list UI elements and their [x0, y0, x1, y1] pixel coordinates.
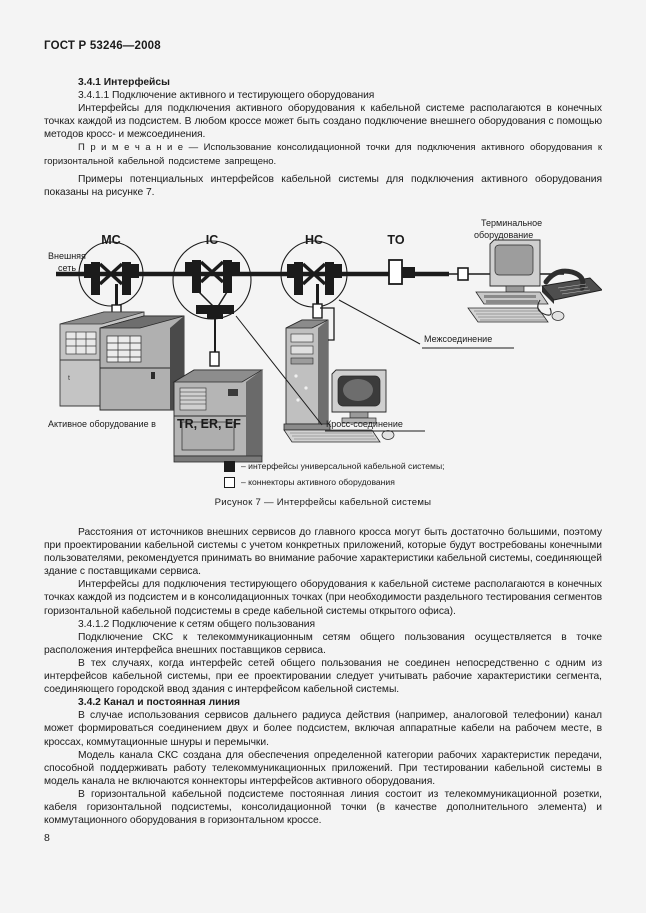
label-cross-connect: Кросс-соединение	[326, 419, 403, 429]
legend-open-square-icon	[224, 476, 235, 488]
terminal-equipment-device	[467, 239, 602, 323]
paragraph-7: В случае использования сервисов дальнего…	[44, 710, 602, 748]
note-1: П р и м е ч а н и е — Использование конс…	[44, 142, 602, 167]
active-equipment-racks: t	[59, 311, 185, 411]
figure-7-diagram: MC IC	[48, 218, 602, 463]
label-active-equipment: Активное оборудование в	[48, 419, 156, 429]
label-external-network-line2: сеть	[58, 263, 76, 273]
heading-3-4-1: 3.4.1 Интерфейсы	[78, 77, 170, 88]
legend-row: – коннекторы активного оборудования	[224, 474, 445, 490]
heading-3-4-2: 3.4.2 Канал и постоянная линия	[78, 697, 241, 709]
hc-interface-symbol	[287, 262, 342, 319]
ic-interface-symbol	[185, 260, 240, 367]
label-interconnect: Межсоединение	[424, 334, 492, 344]
label-external-network-line1: Внешняя	[48, 251, 86, 261]
node-label-ic: IC	[206, 233, 219, 247]
paragraph-4: Интерфейсы для подключения тестирующего …	[44, 579, 602, 617]
label-terminal-equipment-line1: Терминальное	[481, 218, 542, 228]
figure-7: MC IC	[44, 212, 602, 522]
paragraph-9: В горизонтальной кабельной подсистеме по…	[44, 788, 602, 827]
to-outlet-symbol	[388, 259, 415, 285]
page-number: 8	[44, 832, 50, 844]
subheading-3-4-1-2: 3.4.1.2 Подключение к сетям общего польз…	[78, 618, 316, 630]
page-header: ГОСТ Р 53246—2008	[44, 40, 161, 52]
figure-caption: Рисунок 7 — Интерфейсы кабельной системы	[214, 497, 432, 508]
label-active-equipment-rooms: TR, ER, EF	[177, 417, 241, 431]
paragraph-5: Подключение СКС к телекоммуникационным с…	[44, 631, 602, 656]
svg-text:t: t	[68, 375, 70, 382]
paragraph-8: Модель канала СКС создана для обеспечени…	[44, 749, 602, 787]
mc-interface-symbol	[84, 262, 139, 320]
legend-label: – коннекторы активного оборудования	[241, 477, 395, 487]
paragraph-2: Примеры потенциальных интерфейсов кабель…	[44, 173, 602, 198]
hc-workstation	[283, 307, 395, 443]
legend-row: – интерфейсы универсальной кабельной сис…	[224, 458, 445, 474]
node-label-hc: HC	[305, 233, 323, 247]
node-label-mc: MC	[101, 233, 120, 247]
figure-legend: – интерфейсы универсальной кабельной сис…	[224, 458, 445, 490]
paragraph-6: В тех случаях, когда интерфейс сетей общ…	[44, 657, 602, 696]
label-terminal-equipment-line2: оборудование	[474, 230, 533, 240]
content-block-bottom: Расстояния от источников внешних сервисо…	[44, 526, 602, 827]
legend-label: – интерфейсы универсальной кабельной сис…	[241, 461, 445, 471]
te-connector	[457, 267, 469, 281]
paragraph-1: Интерфейсы для подключения активного обо…	[44, 103, 602, 141]
legend-filled-square-icon	[224, 460, 235, 472]
node-label-to: TO	[387, 233, 404, 247]
content-block-top: 3.4.1 Интерфейсы 3.4.1.1 Подключение акт…	[44, 76, 602, 199]
subheading-3-4-1-1: 3.4.1.1 Подключение активного и тестирую…	[78, 90, 375, 102]
ic-server	[172, 369, 264, 463]
paragraph-3: Расстояния от источников внешних сервисо…	[44, 527, 602, 578]
